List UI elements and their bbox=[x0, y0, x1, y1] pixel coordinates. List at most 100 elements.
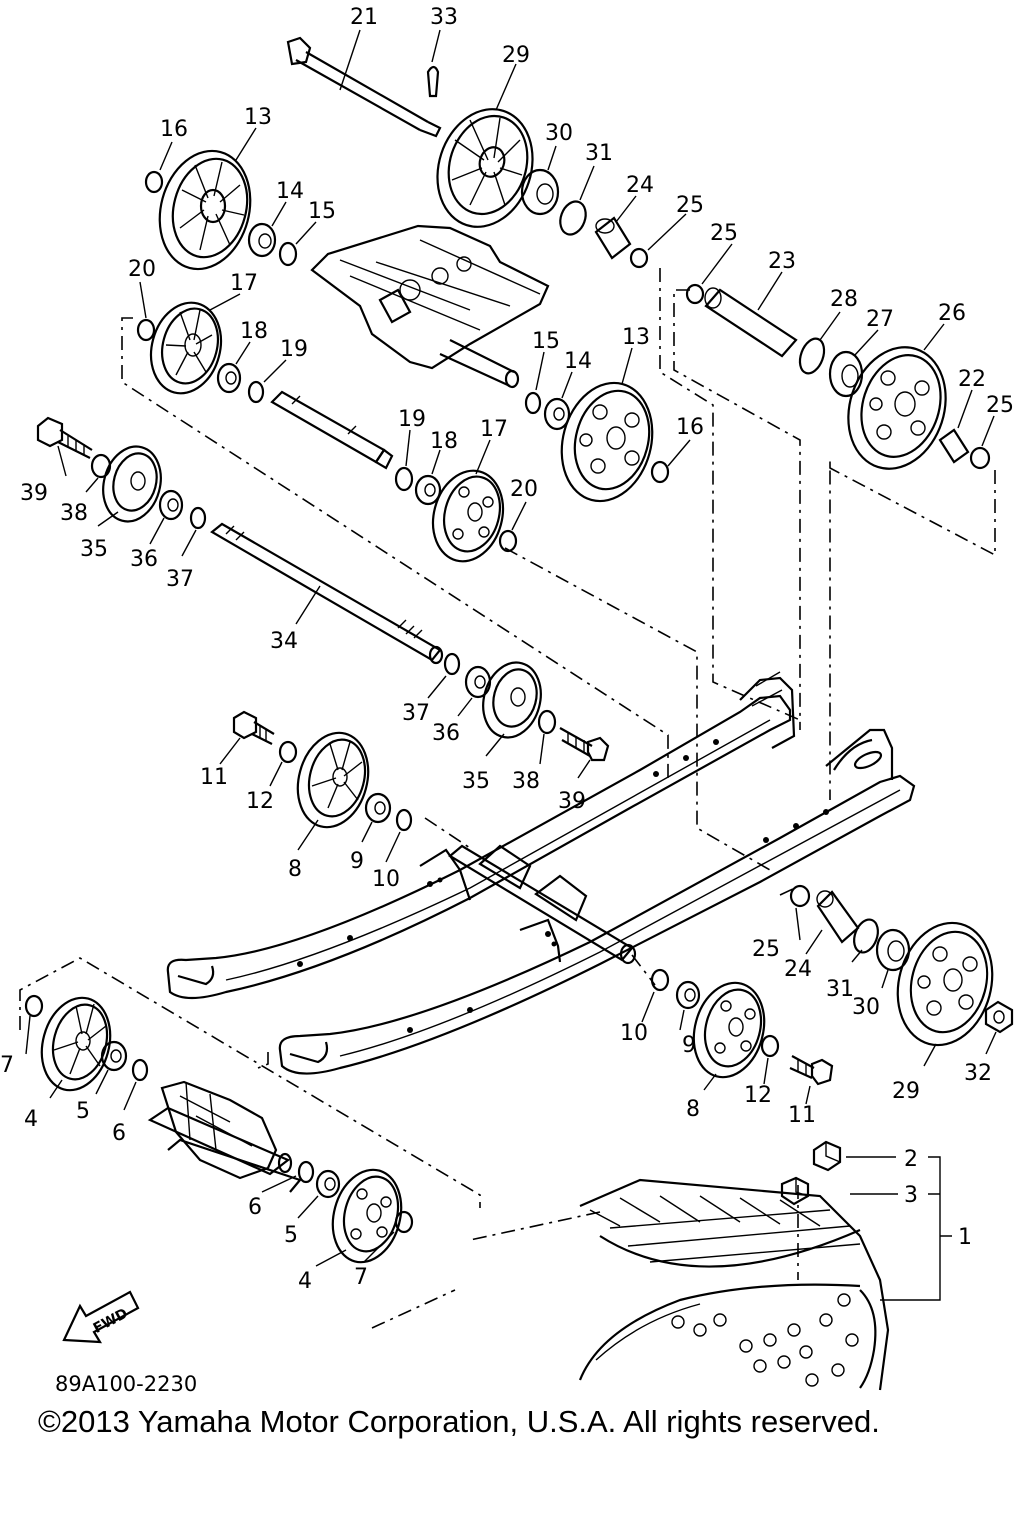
part-25-washer-upper-a bbox=[629, 247, 649, 269]
part-28-circlip bbox=[798, 337, 826, 375]
label-24-lower: 24 bbox=[784, 957, 812, 982]
label-12-left: 12 bbox=[246, 789, 274, 814]
part-29-rear-wheel-upper bbox=[436, 108, 534, 228]
part-27-bearing bbox=[828, 350, 864, 398]
part-22-collar bbox=[938, 428, 970, 464]
part-12-washer-right bbox=[760, 1034, 780, 1058]
label-38-right: 38 bbox=[512, 769, 540, 794]
part-17-wheel-left bbox=[149, 301, 223, 395]
part-38-washer-right bbox=[537, 709, 557, 735]
part-21-rear-axle-bolt bbox=[286, 36, 442, 138]
label-13-center: 13 bbox=[622, 325, 650, 350]
label-11-left: 11 bbox=[200, 765, 228, 790]
label-9-left: 9 bbox=[350, 849, 364, 874]
part-34-front-axle bbox=[210, 522, 444, 665]
label-4-left: 4 bbox=[24, 1107, 38, 1132]
part-14-bearing-left bbox=[247, 222, 277, 258]
part-25-washer-right bbox=[969, 446, 991, 470]
front-pivot-arm bbox=[147, 1080, 302, 1193]
label-29-upper: 29 bbox=[502, 43, 530, 68]
label-29-lower: 29 bbox=[892, 1079, 920, 1104]
label-33: 33 bbox=[430, 5, 458, 30]
label-12-right: 12 bbox=[744, 1083, 772, 1108]
part-24-collar-upper bbox=[594, 216, 632, 260]
label-8-right: 8 bbox=[686, 1097, 700, 1122]
assembly-guide-lines bbox=[19, 268, 996, 1329]
label-25-upper-b: 25 bbox=[710, 221, 738, 246]
diagram-code: 89A100-2230 bbox=[55, 1372, 198, 1396]
label-11-right: 11 bbox=[788, 1103, 816, 1128]
label-20-center: 20 bbox=[510, 477, 538, 502]
part-9-bearing-right bbox=[675, 980, 701, 1010]
part-23-long-collar bbox=[704, 287, 798, 358]
label-22: 22 bbox=[958, 367, 986, 392]
label-18-center: 18 bbox=[430, 429, 458, 454]
part-25-washer-lower bbox=[789, 884, 811, 908]
fwd-arrow-icon: FWD bbox=[62, 1290, 140, 1344]
part-4-wheel-right bbox=[331, 1168, 403, 1264]
copyright-notice: ©2013 Yamaha Motor Corporation, U.S.A. A… bbox=[38, 1404, 880, 1439]
part-11-bolt-right bbox=[789, 1055, 834, 1086]
label-2: 2 bbox=[904, 1147, 918, 1172]
label-35-left: 35 bbox=[80, 537, 108, 562]
part-36-bearing-right bbox=[464, 665, 492, 699]
label-34: 34 bbox=[270, 629, 298, 654]
label-38-left: 38 bbox=[60, 501, 88, 526]
label-14-center: 14 bbox=[564, 349, 592, 374]
label-16-left: 16 bbox=[160, 117, 188, 142]
label-16-center: 16 bbox=[676, 415, 704, 440]
label-31-lower: 31 bbox=[826, 977, 854, 1002]
label-37-left: 37 bbox=[166, 567, 194, 592]
label-26: 26 bbox=[938, 301, 966, 326]
part-20-circlip-center bbox=[498, 529, 518, 553]
leader-lines bbox=[25, 29, 997, 1267]
part-13-idler-wheel-left bbox=[158, 149, 252, 271]
label-23: 23 bbox=[768, 249, 796, 274]
part-8-wheel-left bbox=[296, 731, 370, 829]
label-7-left: 7 bbox=[0, 1053, 14, 1078]
label-15-center: 15 bbox=[532, 329, 560, 354]
part-36-bearing-left bbox=[158, 489, 184, 521]
upper-pivot-arm bbox=[310, 224, 550, 389]
label-24-upper: 24 bbox=[626, 173, 654, 198]
part-18-bearing-center bbox=[414, 474, 442, 506]
part-35-wheel-right bbox=[482, 661, 542, 739]
part-33-cotter-pin bbox=[426, 65, 440, 98]
part-19-circlip-center bbox=[394, 466, 414, 492]
part-6-circlip-left bbox=[131, 1058, 149, 1082]
label-30-lower: 30 bbox=[852, 995, 880, 1020]
part-2-clip bbox=[812, 1140, 842, 1172]
part-10-circlip-left bbox=[395, 808, 413, 832]
part-1-track bbox=[578, 1178, 890, 1391]
label-17-left: 17 bbox=[230, 271, 258, 296]
part-15-circlip-center bbox=[524, 391, 542, 415]
part-5-bearing-left bbox=[100, 1040, 128, 1072]
part-18-bearing-left bbox=[216, 362, 242, 394]
part-6-circlip-right bbox=[297, 1160, 315, 1184]
label-27: 27 bbox=[866, 307, 894, 332]
label-39-right: 39 bbox=[558, 789, 586, 814]
part-31-circlip-upper bbox=[559, 200, 587, 236]
pivot-shaft bbox=[270, 390, 394, 470]
part-7-washer-right bbox=[394, 1210, 414, 1234]
label-25-lower: 25 bbox=[752, 937, 780, 962]
label-13-left: 13 bbox=[244, 105, 272, 130]
label-8-left: 8 bbox=[288, 857, 302, 882]
part-35-wheel-left bbox=[102, 445, 162, 523]
part-15-circlip-left bbox=[278, 241, 298, 267]
label-18-left: 18 bbox=[240, 319, 268, 344]
part-5-bearing-right bbox=[315, 1169, 341, 1199]
label-10-left: 10 bbox=[372, 867, 400, 892]
part-10-circlip-right bbox=[650, 968, 670, 992]
label-30-upper: 30 bbox=[545, 121, 573, 146]
part-4-wheel-left bbox=[40, 996, 112, 1092]
part-19-circlip-left bbox=[247, 380, 265, 404]
slide-rail-frame bbox=[166, 671, 916, 1075]
part-29-rear-wheel-lower bbox=[896, 921, 994, 1047]
label-31-upper: 31 bbox=[585, 141, 613, 166]
part-39-bolt-left bbox=[36, 416, 93, 459]
part-7-washer-left bbox=[24, 994, 44, 1018]
part-11-bolt-left bbox=[232, 710, 275, 745]
part-38-washer-left bbox=[90, 453, 112, 479]
label-9-right: 9 bbox=[682, 1033, 696, 1058]
